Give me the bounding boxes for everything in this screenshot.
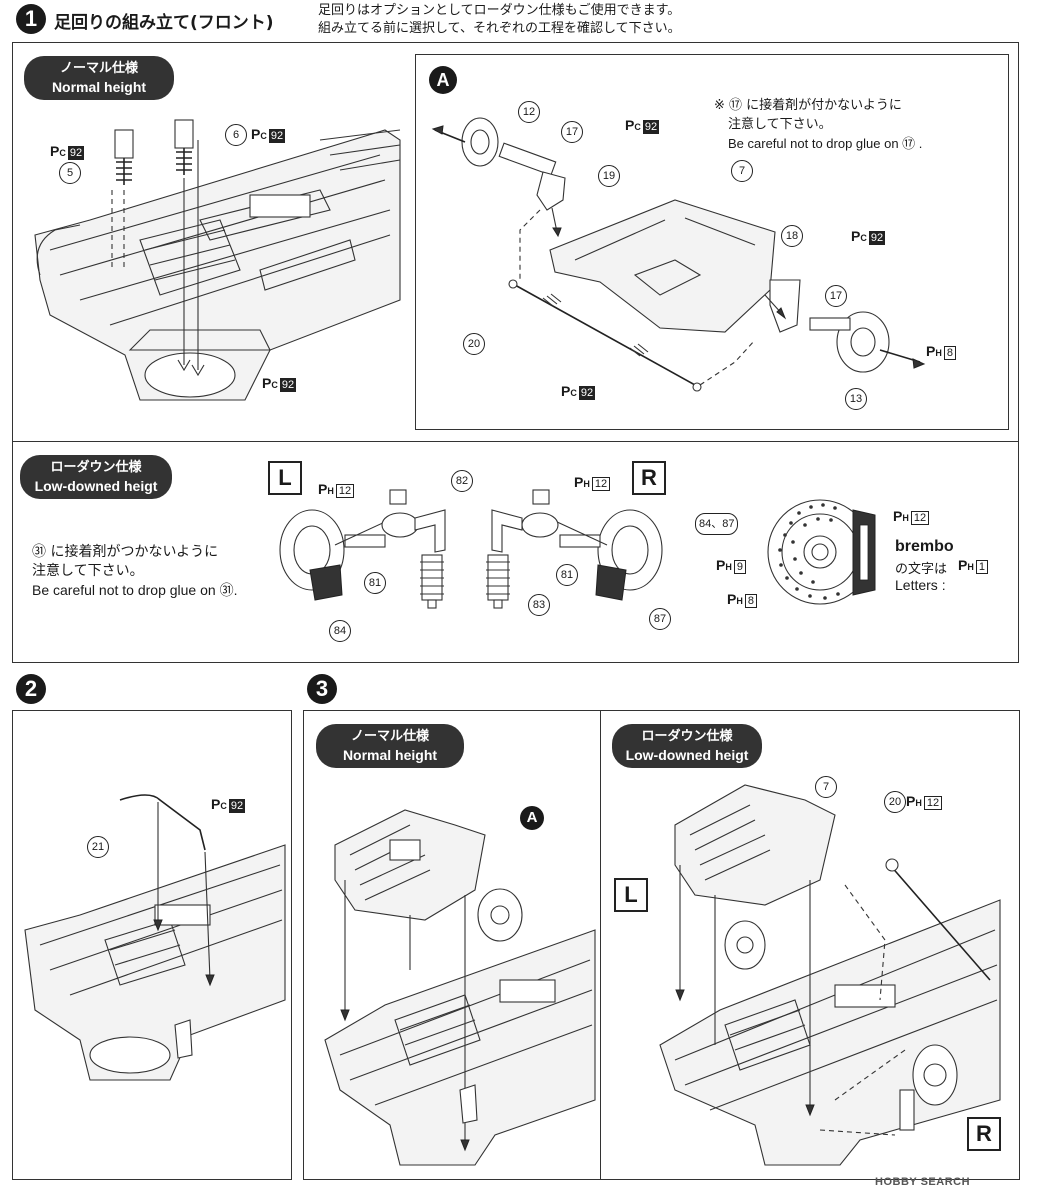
- brake-disc-detail: [767, 499, 876, 605]
- lowdown-badge-en: Low-downed heigt: [34, 478, 158, 494]
- step-2-number: 2: [16, 674, 46, 704]
- lowdown-badge-jp: ローダウン仕様: [50, 460, 142, 475]
- part-19-callout: 19: [598, 165, 620, 187]
- lowdown-note-jp-2: 注意して下さい。: [32, 563, 144, 579]
- a-note-en: Be careful not to drop glue on ⑰ .: [728, 136, 923, 151]
- a-note-jp-1: ※ ⑰ に接着剤が付かないように: [714, 98, 902, 113]
- step3-left-label: L: [614, 878, 648, 912]
- brembo-jp: の文字は: [895, 562, 948, 577]
- step-3-normal-illustration: [324, 809, 596, 1166]
- part-20-callout: 20: [463, 333, 485, 355]
- step-1-title: 足回りの組み立て(フロント): [54, 13, 274, 33]
- subassembly-a-note: ※ ⑰ に接着剤が付かないように 注意して下さい。 Be careful not…: [714, 96, 922, 153]
- part-81-left-callout: 81: [364, 572, 386, 594]
- a-note-jp-2: 注意して下さい。: [728, 117, 832, 132]
- part-5-callout: 5: [59, 162, 81, 184]
- header-note-line-1: 足回りはオプションとしてローダウン仕様もご使用できます。: [318, 3, 681, 18]
- right-side-label: R: [632, 461, 666, 495]
- subassembly-a-marker: A: [429, 66, 457, 94]
- step3-lowdown-badge-en: Low-downed heigt: [625, 747, 749, 763]
- step-3-divider: [600, 710, 601, 1179]
- normal-badge-en: Normal height: [51, 79, 147, 95]
- step3-lowdown-badge: ローダウン仕様 Low-downed heigt: [612, 724, 762, 768]
- lowdown-strut-illustration: [279, 489, 663, 609]
- step3-normal-badge-jp: ノーマル仕様: [350, 729, 429, 744]
- watermark-text: HOBBY SEARCH: [875, 1176, 971, 1188]
- subassembly-a-illustration: [431, 117, 926, 392]
- part-17b-callout: 17: [825, 285, 847, 307]
- step-3-lowdown-illustration: [659, 784, 1001, 1166]
- normal-badge-jp: ノーマル仕様: [59, 61, 138, 76]
- part-13-callout: 13: [845, 388, 867, 410]
- step3-right-label: R: [967, 1117, 1001, 1151]
- step3-normal-badge-en: Normal height: [342, 747, 438, 763]
- part-21-callout: 21: [87, 836, 109, 858]
- parts-84-87-callout: 84、87: [695, 513, 739, 535]
- part-87-callout: 87: [649, 608, 671, 630]
- lowdown-note: ㉛ に接着剤がつかないように 注意して下さい。 Be careful not t…: [32, 543, 237, 600]
- normal-chassis-illustration: [34, 119, 401, 401]
- part-81-right-callout: 81: [556, 564, 578, 586]
- brembo-letters: Letters :: [895, 577, 946, 593]
- step-1-number: 1: [16, 4, 46, 34]
- part-12-callout: 12: [518, 101, 540, 123]
- part-83-callout: 83: [528, 594, 550, 616]
- part-84-callout: 84: [329, 620, 351, 642]
- step-1-header-note: 足回りはオプションとしてローダウン仕様もご使用できます。 組み立てる前に選択して…: [318, 2, 681, 38]
- lowdown-height-badge: ローダウン仕様 Low-downed heigt: [20, 455, 172, 499]
- part-17-callout: 17: [561, 121, 583, 143]
- step3-part-20-callout: 20: [884, 791, 906, 813]
- normal-height-badge: ノーマル仕様 Normal height: [24, 56, 174, 100]
- lowdown-note-en: Be careful not to drop glue on ㉛.: [32, 582, 238, 598]
- brembo-word: brembo: [895, 538, 954, 555]
- step3-part-7-callout: 7: [815, 776, 837, 798]
- part-6-callout: 6: [225, 124, 247, 146]
- part-18-callout: 18: [781, 225, 803, 247]
- step3-lowdown-badge-jp: ローダウン仕様: [641, 729, 733, 744]
- step-1-divider: [12, 441, 1019, 442]
- step3-normal-badge: ノーマル仕様 Normal height: [316, 724, 464, 768]
- step3-a-marker: A: [520, 806, 544, 830]
- left-side-label: L: [268, 461, 302, 495]
- lowdown-note-jp-1: ㉛ に接着剤がつかないように: [32, 544, 219, 560]
- part-7-callout: 7: [731, 160, 753, 182]
- header-note-line-2: 組み立てる前に選択して、それぞれの工程を確認して下さい。: [318, 21, 681, 36]
- step-2-illustration: [24, 794, 286, 1081]
- part-82-callout: 82: [451, 470, 473, 492]
- step-3-number: 3: [307, 674, 337, 704]
